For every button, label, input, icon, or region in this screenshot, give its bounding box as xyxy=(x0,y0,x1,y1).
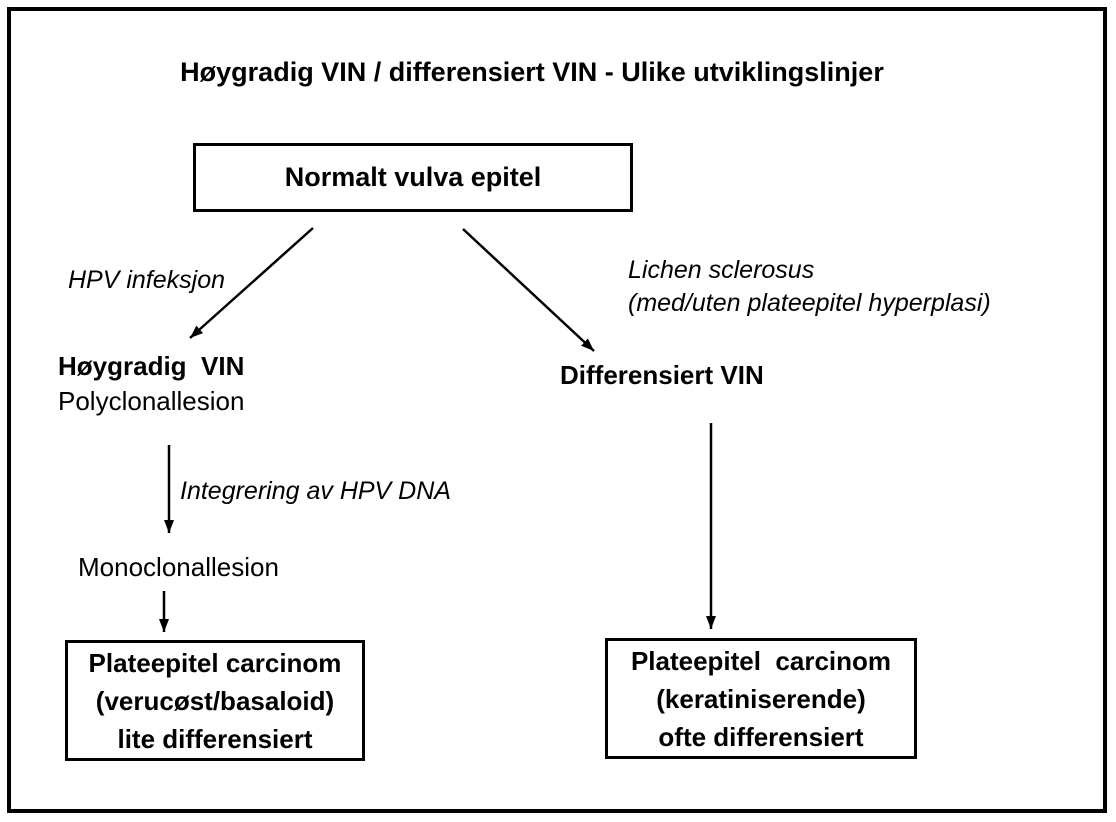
edge-label-hpv-infeksjon: HPV infeksjon xyxy=(68,266,226,294)
node-normal-vulva-epitel: Normalt vulva epitel xyxy=(193,143,633,212)
carcinoma-left-line1: Plateepitel carcinom xyxy=(88,647,342,678)
outer-frame xyxy=(7,7,1107,813)
node-monoclonal-lesion: Monoclonallesion xyxy=(78,552,279,582)
edge-label-lichen-line1: Lichen sclerosus xyxy=(628,256,815,284)
carcinoma-right-line1: Plateepitel carcinom xyxy=(630,645,892,676)
edge-label-integrering-hpv-dna: Integrering av HPV DNA xyxy=(180,477,451,505)
carcinoma-right-line3: ofte differensiert xyxy=(658,721,864,752)
node-carcinoma-keratinizing: Plateepitel carcinom (keratiniserende) o… xyxy=(605,638,917,759)
carcinoma-right-line2: (keratiniserende) xyxy=(656,683,866,714)
node-carcinoma-verucost: Plateepitel carcinom (verucøst/basaloid)… xyxy=(65,640,365,761)
node-differensiert-vin: Differensiert VIN xyxy=(560,360,764,390)
node-polyclonal-lesion: Polyclonallesion xyxy=(58,386,245,416)
diagram-title: Høygradig VIN / differensiert VIN - Ulik… xyxy=(180,57,884,87)
carcinoma-left-line3: lite differensiert xyxy=(117,723,313,754)
edge-label-lichen-line2: (med/uten plateepitel hyperplasi) xyxy=(628,289,991,317)
node-normal-vulva-epitel-label: Normalt vulva epitel xyxy=(284,162,542,192)
edge-label-lichen-sclerosus: Lichen sclerosus (med/uten plateepitel h… xyxy=(628,254,991,320)
node-hoygradig-vin: Høygradig VIN xyxy=(58,351,245,381)
carcinoma-left-line2: (verucøst/basaloid) xyxy=(95,685,335,716)
